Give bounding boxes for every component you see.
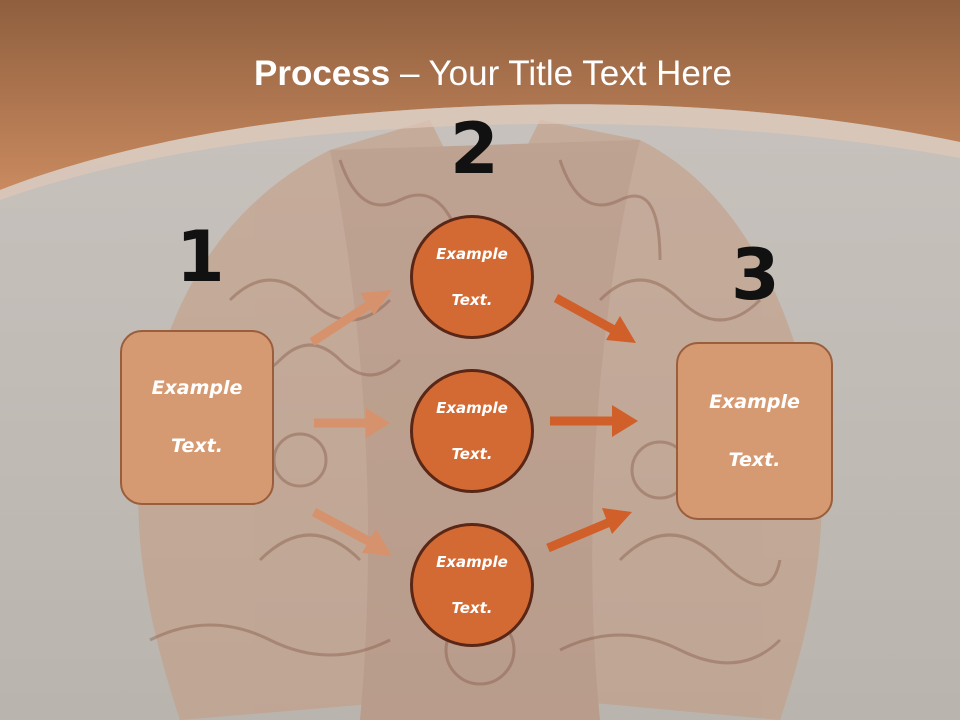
step-number-2: 2 [450,108,499,190]
slide-title: Process – Your Title Text Here [0,54,960,94]
circle-mid-line1: Example [436,398,508,417]
output-box-line2: Text. [728,448,781,471]
title-rest: – Your Title Text Here [390,54,732,93]
circle-top-line1: Example [436,244,508,263]
input-box-line2: Text. [171,435,223,457]
output-box-line1: Example [709,390,800,413]
circle-top-line2: Text. [451,290,493,309]
circle-bot-line1: Example [436,552,508,571]
circle-mid-line2: Text. [451,444,493,463]
title-bold: Process [254,54,391,93]
step-number-1: 1 [176,216,225,298]
step-number-3: 3 [731,234,780,316]
input-box-line1: Example [151,377,243,399]
circle-bot-line2: Text. [451,598,493,617]
header-band [0,0,960,200]
